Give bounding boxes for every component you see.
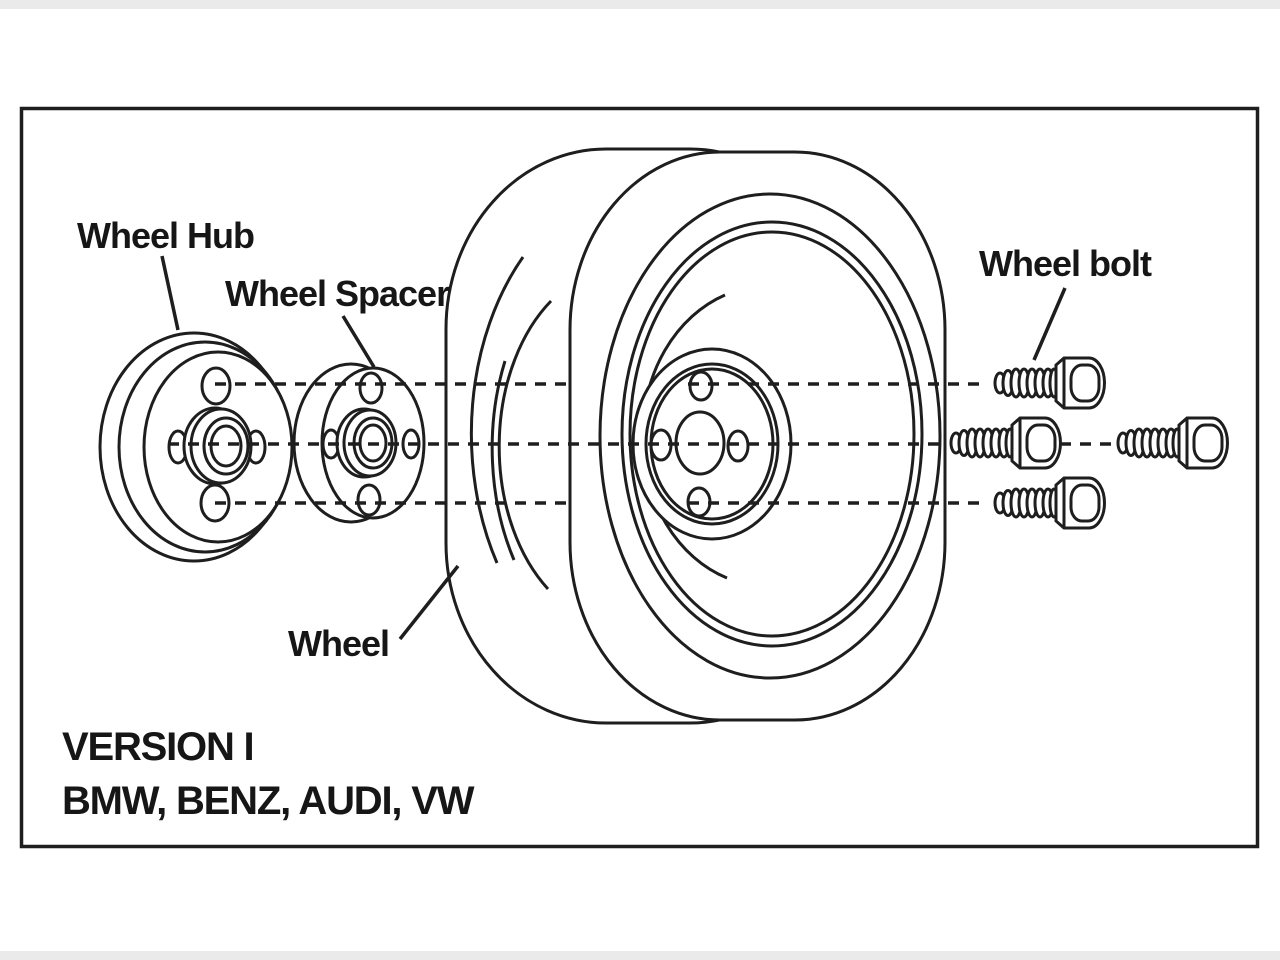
wheel-hub-label: Wheel Hub — [77, 215, 255, 256]
wheel-spacer-label: Wheel Spacer — [225, 273, 450, 314]
wheel-bolt-hole-right — [726, 429, 750, 463]
spacer-hole-bottom — [356, 483, 382, 517]
wheel-bolt-middle-left — [949, 416, 1062, 470]
wheel-drawing — [444, 147, 947, 725]
bottom-edge-band — [0, 951, 1280, 960]
hub-center-boss — [182, 406, 253, 486]
top-edge-band — [0, 0, 1280, 9]
wheel-bolt-middle-right — [1116, 416, 1229, 470]
version-caption: VERSION I — [62, 725, 255, 769]
leader-lines — [160, 255, 1067, 641]
wheel-hub-drawing — [98, 331, 294, 563]
wheel-bolt-label: Wheel bolt — [979, 243, 1152, 284]
diagram-border — [19, 106, 1260, 849]
hub-hole-top — [200, 366, 232, 406]
wheel-leader-line — [398, 564, 460, 641]
wheel-spacer-leader-line — [341, 315, 376, 368]
applications-caption: BMW, BENZ, AUDI, VW — [62, 779, 474, 823]
wheel-bolt-top — [993, 356, 1106, 410]
rim-flange — [620, 220, 924, 648]
dashed-alignment-lines — [168, 382, 1112, 505]
spacer-hole-top — [358, 371, 384, 405]
sidewall-inner-edge — [598, 192, 942, 680]
wheel-bolt-bottom — [993, 476, 1106, 530]
wheel-hub-leader-line — [160, 255, 180, 331]
spacer-center-boss — [335, 407, 398, 479]
wheel-bolt-hole-top — [688, 370, 714, 402]
wheel-bolt-leader-line — [1032, 287, 1067, 361]
tire-tread-arcs — [469, 256, 553, 591]
wheel-label: Wheel — [288, 623, 390, 664]
hub-center-bore — [209, 424, 243, 468]
